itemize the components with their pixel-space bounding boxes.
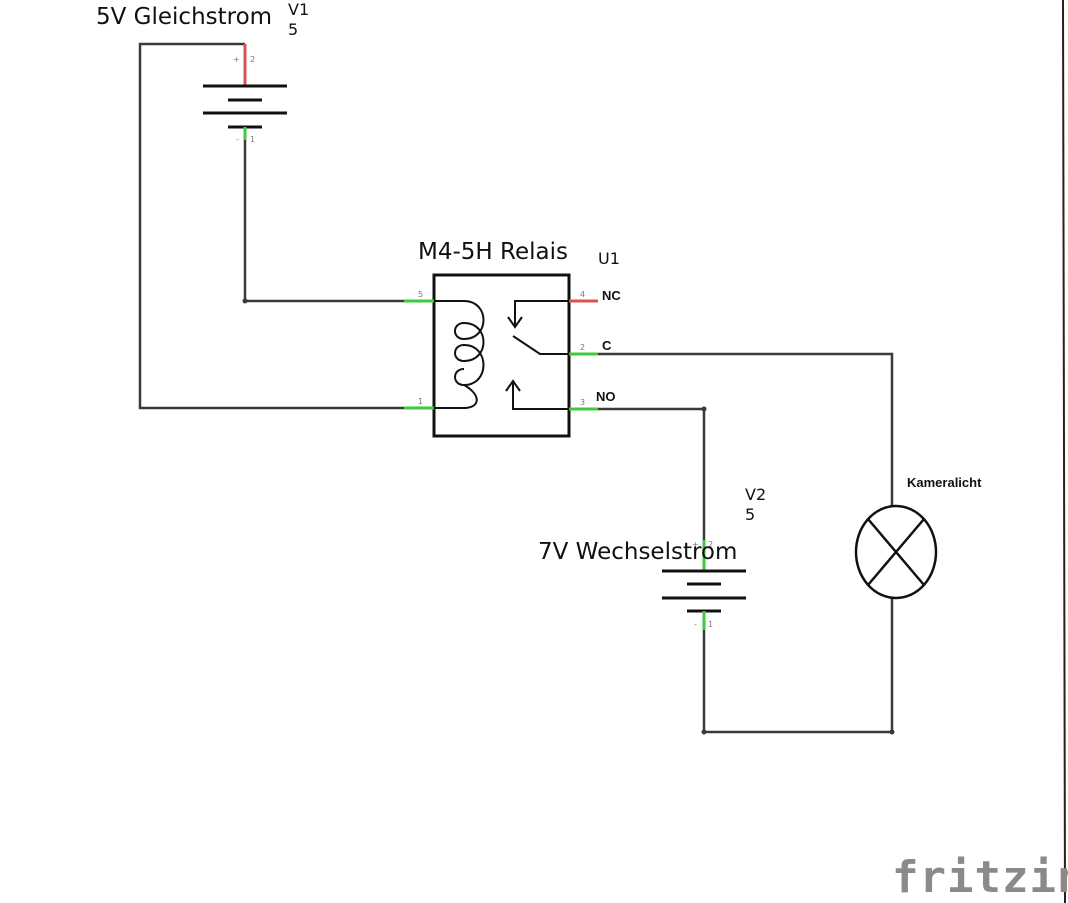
pin-number: 2 [580,343,585,352]
junction-dot [242,298,248,304]
pin-number: 2 [708,540,713,549]
pin-number: 1 [418,397,423,406]
nc-contact-icon [514,300,569,325]
switch-arm-icon [512,335,569,355]
no-contact-icon [512,383,569,410]
wires [138,42,895,735]
pin-number: 1 [250,135,255,144]
polarity-minus: - [694,620,697,629]
polarity-minus: - [236,135,239,144]
v2-ref: V2 [745,485,766,504]
wire-v1-minus-to-pin5 [243,140,410,303]
lamp-label: Kameralicht [907,475,982,490]
relay-title: M4-5H Relais [418,239,568,265]
pin-number: 1 [708,620,713,629]
relay-ref: U1 [598,249,620,268]
junction-dot [701,406,707,412]
pin-label-c: C [602,338,612,353]
battery-v1[interactable]: + 2 - 1 [203,44,287,144]
pin-number: 2 [250,55,255,64]
wire-v1-plus-loop [138,42,410,410]
arrow-down-icon [507,316,523,329]
pin-number: 3 [580,398,585,407]
relay-u1[interactable]: 5 1 4 2 3 [404,273,598,438]
arrow-up-icon [505,379,521,392]
v1-ref: V1 [288,0,309,19]
canvas-border [1062,0,1066,903]
pin-label-nc: NC [602,288,621,303]
lamp-icon[interactable] [854,504,938,600]
v2-title: 7V Wechselstrom [538,539,737,565]
junction-dot [889,729,895,735]
wire-v2-minus-to-lamp [702,598,894,734]
fritzing-logo: fritzing [892,852,1068,903]
polarity-plus: + [233,55,240,64]
pin-number: 4 [580,290,585,299]
coil-icon [434,300,485,409]
pin-number: 5 [418,290,423,299]
lamp-cross [867,518,925,586]
polarity-plus: + [692,540,699,549]
pin-label-no: NO [596,389,616,404]
relay-body [432,273,571,438]
wire-no-to-v2 [596,407,706,540]
v1-title: 5V Gleichstrom [96,4,272,30]
battery-v2[interactable]: + 2 - 1 [662,540,746,630]
v2-value: 5 [745,505,755,524]
wire-c-to-lamp [596,352,894,506]
v1-value: 5 [288,20,298,39]
junction-dot [701,729,707,735]
